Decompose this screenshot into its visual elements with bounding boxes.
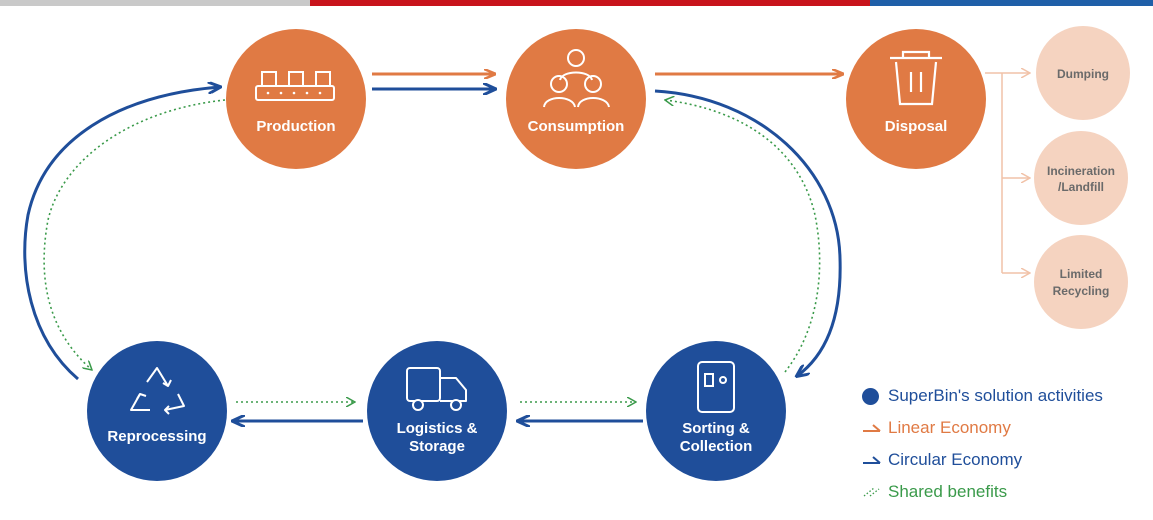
disposal-label: Disposal xyxy=(885,118,948,135)
legend-item-circular: Circular Economy xyxy=(862,444,1142,476)
logistics-label-line2: Storage xyxy=(409,438,465,455)
people-icon xyxy=(543,49,610,108)
consumption-node: Consumption xyxy=(506,29,646,169)
incineration-label-line2: /Landfill xyxy=(1058,180,1104,194)
shared-arrow-sorting-to-consumption xyxy=(665,100,821,373)
truck-icon xyxy=(406,367,467,411)
disposal-branch-lines xyxy=(985,73,1030,273)
legend: SuperBin's solution activities Linear Ec… xyxy=(862,380,1142,508)
limited-recycling-label-line2: Recycling xyxy=(1053,284,1110,298)
superbin-machine-icon xyxy=(697,361,735,413)
solution-dot-icon xyxy=(862,387,879,405)
circular-arrow-reprocessing-to-production xyxy=(23,87,220,381)
strip-segment-blue xyxy=(870,0,1153,6)
dumping-label: Dumping xyxy=(1057,67,1109,81)
conveyor-icon xyxy=(255,71,335,101)
legend-item-linear: Linear Economy xyxy=(862,412,1142,444)
production-label: Production xyxy=(256,118,335,135)
strip-segment-gray xyxy=(0,0,310,6)
linear-arrow-icon xyxy=(863,424,881,432)
legend-item-shared: Shared benefits xyxy=(862,476,1142,508)
limited-recycling-label-line1: Limited xyxy=(1060,267,1103,281)
sorting-node: Sorting & Collection xyxy=(646,341,786,481)
strip-segment-red xyxy=(310,0,870,6)
consumption-label: Consumption xyxy=(528,118,625,135)
trash-bin-icon xyxy=(890,50,942,106)
legend-solution-label: SuperBin's solution activities xyxy=(888,386,1103,405)
sorting-label-line2: Collection xyxy=(680,438,753,455)
logistics-node: Logistics & Storage xyxy=(367,341,507,481)
sorting-label-line1: Sorting & xyxy=(682,420,750,437)
reprocessing-label: Reprocessing xyxy=(107,428,206,445)
circular-arrow-icon xyxy=(863,456,881,464)
reprocessing-node: Reprocessing xyxy=(87,341,227,481)
legend-shared-label: Shared benefits xyxy=(888,482,1008,501)
legend-item-solution: SuperBin's solution activities xyxy=(862,380,1142,412)
incineration-label-line1: Incineration xyxy=(1047,164,1115,178)
header-image-strip xyxy=(0,0,1153,6)
shared-dotted-arrow-icon xyxy=(863,487,880,497)
logistics-label-line1: Logistics & xyxy=(397,420,478,437)
legend-linear-label: Linear Economy xyxy=(888,418,1011,437)
incineration-outcome: Incineration /Landfill xyxy=(1034,131,1128,225)
recycle-icon xyxy=(130,367,185,415)
production-node: Production xyxy=(226,29,366,169)
legend-circular-label: Circular Economy xyxy=(888,450,1023,469)
limited-recycling-outcome: Limited Recycling xyxy=(1034,235,1128,329)
dumping-outcome: Dumping xyxy=(1036,26,1130,120)
circular-arrow-consumption-to-sorting xyxy=(654,89,842,376)
disposal-node: Disposal xyxy=(846,29,986,169)
